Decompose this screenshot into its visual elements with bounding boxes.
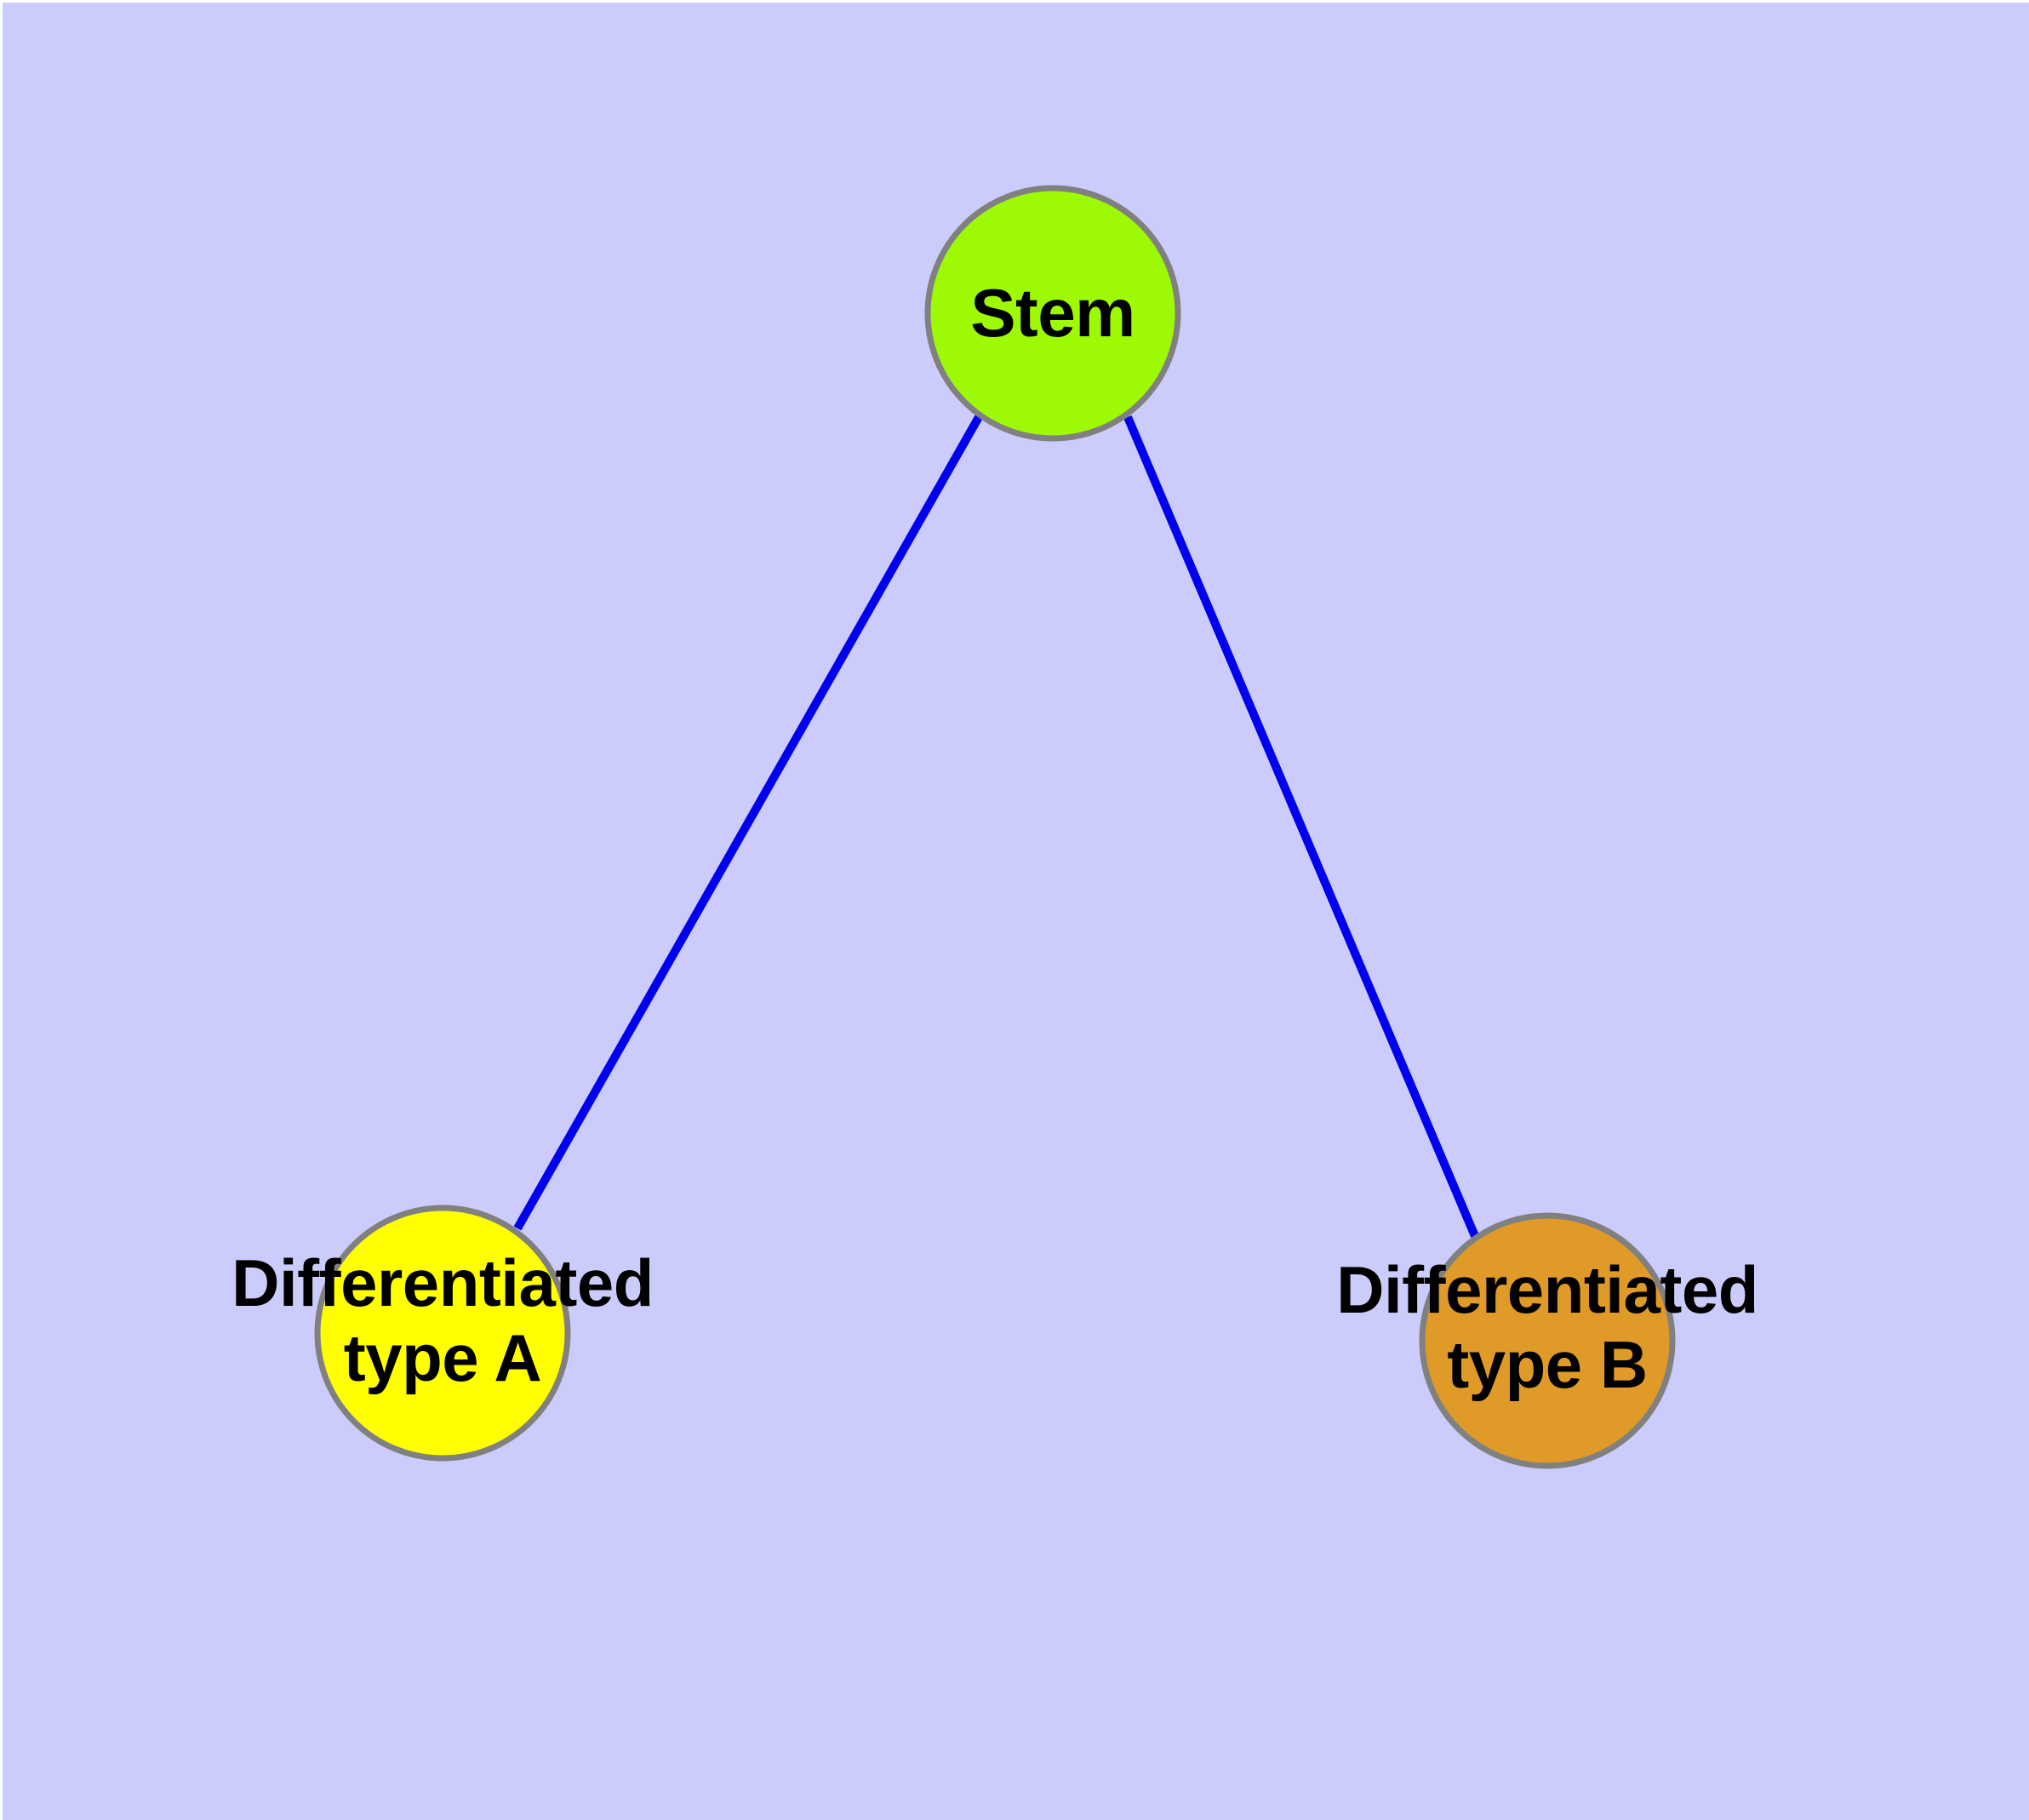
- node-group: [314, 185, 1676, 1469]
- node-differentiated-type-b[interactable]: [1419, 1212, 1676, 1469]
- node-differentiated-type-a[interactable]: [314, 1205, 571, 1462]
- edge-stem-diff-a: [513, 415, 983, 1231]
- node-stem[interactable]: [924, 185, 1181, 442]
- edge-stem-diff-b: [1123, 415, 1479, 1238]
- edge-group: [513, 415, 1479, 1238]
